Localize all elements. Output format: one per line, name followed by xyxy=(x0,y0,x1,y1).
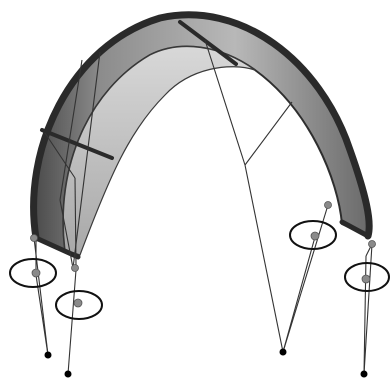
anchor-point xyxy=(65,371,72,378)
pulley-point xyxy=(74,299,82,307)
anchor-point xyxy=(45,352,52,359)
pulley-point xyxy=(72,265,79,272)
anchor-points xyxy=(45,349,368,378)
bridle-line xyxy=(245,102,292,165)
anchor-point xyxy=(280,349,287,356)
pulley-point xyxy=(369,241,376,248)
pulley-point xyxy=(362,275,370,283)
pulley-point xyxy=(311,232,319,240)
pulley-point xyxy=(32,269,40,277)
pulley-point xyxy=(325,202,332,209)
anchor-point xyxy=(361,371,368,378)
bridle-line xyxy=(283,205,328,352)
bridle-line xyxy=(245,165,283,352)
bridle-line xyxy=(68,270,76,374)
pulley-point xyxy=(31,235,38,242)
